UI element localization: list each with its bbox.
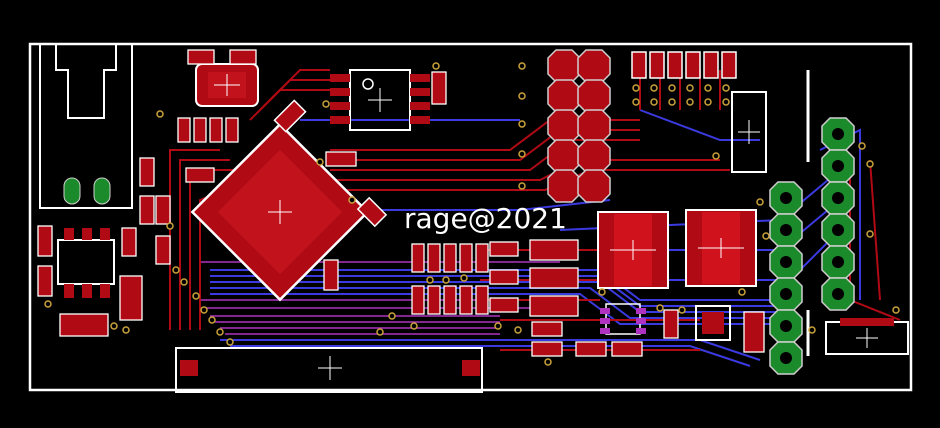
power-inductors <box>597 209 757 289</box>
fpc-connector-top <box>731 91 767 173</box>
crystal-oscillator <box>195 63 259 107</box>
board-outline <box>28 42 913 392</box>
usb-connector <box>39 43 133 209</box>
soic-chip <box>330 69 430 131</box>
square-component <box>695 305 731 341</box>
vias <box>44 62 900 366</box>
fpc-connector-bottom <box>825 318 909 355</box>
rotated-component <box>273 99 388 228</box>
header-pins-top <box>547 49 611 203</box>
smd-components <box>37 49 765 357</box>
silkscreen-text: rage@2021 <box>404 202 567 235</box>
small-ic <box>600 303 646 335</box>
mcu-chip <box>190 122 370 302</box>
usb-mount-pads <box>63 177 111 205</box>
header-pins-green-left <box>769 181 803 375</box>
regulator-ic <box>57 228 115 298</box>
resistor-array <box>631 51 737 79</box>
ribbon-connector <box>175 347 483 393</box>
header-pins-green-right <box>821 117 855 311</box>
